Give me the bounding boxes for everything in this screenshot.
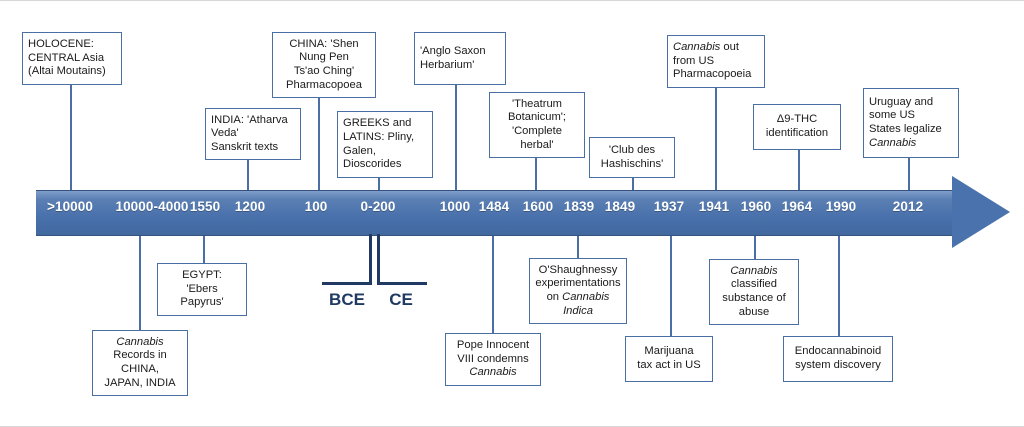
timeline-arrow-body: [36, 190, 958, 236]
event-box-china-shen-nung-pen-tsao-ching: CHINA: 'Shen Nung Pen Ts'ao Ching' Pharm…: [272, 32, 376, 98]
event-box-greeks-and-latins: GREEKS and LATINS: Pliny, Galen, Dioscor…: [337, 111, 433, 178]
timeline-tick-1600: 1600: [522, 199, 554, 214]
frame-top-rule: [0, 0, 1024, 1]
timeline-tick-1941: 1941: [698, 199, 730, 214]
event-box-marijuana-tax-act-in-us: Marijuana tax act in US: [625, 336, 713, 382]
event-label-theatrum-botanicum-complete-herbal: 'Theatrum Botanicum'; 'Complete herbal': [507, 97, 567, 151]
connector-pope-innocent-viii-condemns-cannabis: [492, 234, 494, 333]
connector-theatrum-botanicum-complete-herbal: [535, 158, 537, 190]
timeline-tick-1937: 1937: [653, 199, 685, 214]
timeline-tick-1839: 1839: [563, 199, 595, 214]
event-label-india-atharva-veda: INDIA: 'Atharva Veda' Sanskrit texts: [211, 113, 288, 153]
timeline-tick-1964: 1964: [781, 199, 813, 214]
connector-greeks-and-latins: [378, 178, 380, 190]
event-box-pope-innocent-viii-condemns-cannabis: Pope Innocent VIII condemns Cannabis: [445, 333, 541, 386]
event-label-club-des-hashischins: 'Club des Hashischins': [600, 143, 664, 170]
connector-club-des-hashischins: [632, 178, 634, 190]
event-label-endocannabinoid-system-discovery: Endocannabinoid system discovery: [794, 345, 882, 371]
connector-endocannabinoid-system-discovery: [838, 234, 840, 336]
era-bracket-ce-stem: [377, 234, 380, 284]
event-box-cannabis-out-from-us-pharmacopoeia: Cannabis out from US Pharmacopoeia: [667, 35, 765, 88]
event-box-egypt-ebers-papyrus: EGYPT: 'Ebers Papyrus': [157, 263, 247, 316]
event-label-cannabis-out-from-us-pharmacopoeia: Cannabis out from US Pharmacopoeia: [673, 41, 752, 81]
timeline-tick--10000: >10000: [46, 199, 94, 214]
event-label-oshaughnessy-experimentations: O'Shaughnessy experimentations on Cannab…: [535, 263, 621, 317]
event-box-club-des-hashischins: 'Club des Hashischins': [589, 137, 675, 178]
timeline-tick-0-200: 0-200: [360, 199, 396, 214]
connector-marijuana-tax-act-in-us: [670, 234, 672, 336]
connector-india-atharva-veda: [247, 160, 249, 190]
event-label-marijuana-tax-act-in-us: Marijuana tax act in US: [637, 345, 701, 371]
connector-uruguay-us-states-legalize-cannabis: [908, 158, 910, 190]
timeline-arrow-head: [952, 176, 1010, 248]
event-box-anglo-saxon-herbarium: 'Anglo Saxon Herbarium': [414, 32, 506, 85]
connector-china-shen-nung-pen-tsao-ching: [318, 98, 320, 190]
event-label-china-shen-nung-pen-tsao-ching: CHINA: 'Shen Nung Pen Ts'ao Ching' Pharm…: [286, 37, 362, 91]
timeline-tick-1990: 1990: [825, 199, 857, 214]
connector-egypt-ebers-papyrus: [203, 234, 205, 263]
event-box-oshaughnessy-experimentations: O'Shaughnessy experimentations on Cannab…: [529, 258, 627, 324]
timeline-tick-1550: 1550: [189, 199, 221, 214]
event-box-endocannabinoid-system-discovery: Endocannabinoid system discovery: [783, 336, 893, 382]
era-bracket-ce-rule: [377, 282, 427, 285]
connector-delta9-thc-identification: [798, 150, 800, 190]
connector-cannabis-records-china-japan-india: [139, 234, 141, 330]
timeline-tick-1960: 1960: [740, 199, 772, 214]
timeline-tick-10000-4000: 10000-4000: [115, 199, 189, 214]
connector-holocene-central-asia: [70, 85, 72, 190]
timeline-tick-1000: 1000: [439, 199, 471, 214]
era-bracket-bce-stem: [369, 234, 372, 284]
era-bracket-bce-rule: [322, 282, 372, 285]
timeline-tick-100: 100: [304, 199, 328, 214]
event-label-egypt-ebers-papyrus: EGYPT: 'Ebers Papyrus': [180, 269, 224, 309]
event-label-cannabis-classified-substance-of-abuse: Cannabis classified substance of abuse: [722, 264, 786, 318]
era-label-bce: BCE: [329, 290, 365, 309]
timeline-tick-1484: 1484: [478, 199, 510, 214]
event-box-cannabis-records-china-japan-india: Cannabis Records in CHINA, JAPAN, INDIA: [92, 330, 188, 396]
event-label-pope-innocent-viii-condemns-cannabis: Pope Innocent VIII condemns Cannabis: [456, 339, 530, 379]
event-box-cannabis-classified-substance-of-abuse: Cannabis classified substance of abuse: [709, 259, 799, 325]
event-label-uruguay-us-states-legalize-cannabis: Uruguay and some US States legalize Cann…: [869, 95, 942, 149]
timeline-tick-1200: 1200: [234, 199, 266, 214]
event-label-anglo-saxon-herbarium: 'Anglo Saxon Herbarium': [420, 44, 486, 71]
event-label-delta9-thc-identification: Δ9-THC identification: [765, 113, 829, 139]
event-box-theatrum-botanicum-complete-herbal: 'Theatrum Botanicum'; 'Complete herbal': [489, 92, 585, 158]
connector-cannabis-out-from-us-pharmacopoeia: [715, 88, 717, 190]
connector-oshaughnessy-experimentations: [577, 234, 579, 258]
timeline-tick-2012: 2012: [892, 199, 924, 214]
event-label-cannabis-records-china-japan-india: Cannabis Records in CHINA, JAPAN, INDIA: [104, 335, 176, 389]
timeline-tick-1849: 1849: [604, 199, 636, 214]
event-box-delta9-thc-identification: Δ9-THC identification: [753, 104, 841, 150]
era-label-ce: CE: [389, 290, 413, 309]
event-box-holocene-central-asia: HOLOCENE: CENTRAL Asia (Altai Moutains): [22, 32, 122, 85]
connector-cannabis-classified-substance-of-abuse: [754, 234, 756, 259]
event-label-holocene-central-asia: HOLOCENE: CENTRAL Asia (Altai Moutains): [28, 38, 106, 78]
event-box-india-atharva-veda: INDIA: 'Atharva Veda' Sanskrit texts: [205, 108, 301, 160]
event-box-uruguay-us-states-legalize-cannabis: Uruguay and some US States legalize Cann…: [863, 88, 959, 158]
connector-anglo-saxon-herbarium: [455, 85, 457, 190]
event-label-greeks-and-latins: GREEKS and LATINS: Pliny, Galen, Dioscor…: [343, 117, 415, 171]
